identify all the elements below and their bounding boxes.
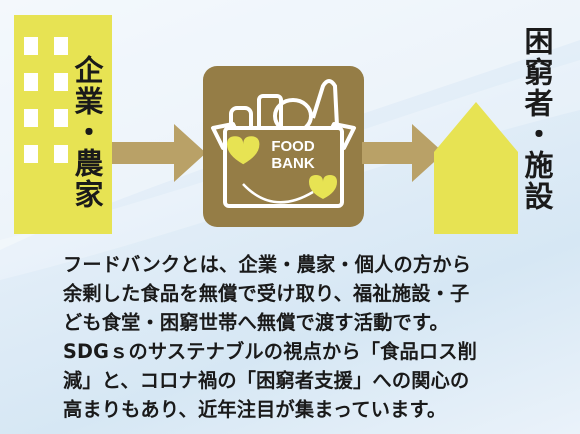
building-icon [14,15,112,234]
logo-line1: FOOD [271,138,315,155]
description-line: 減」と、コロナ禍の「困窮者支援」への関心の [63,369,470,392]
arrow-right-icon [112,124,206,182]
logo-line2: BANK [271,155,315,172]
arrow-right-icon [362,124,444,182]
description-line: 余剰した食品を無償で受け取り、福祉施設・子 [63,282,470,305]
description-line: フードバンクとは、企業・農家・個人の方から [63,253,472,276]
description-text: フードバンクとは、企業・農家・個人の方から 余剰した食品を無償で受け取り、福祉施… [63,250,533,424]
source-label: 企業・農家 [70,55,104,210]
recipient-label: 困窮者・施設 [520,26,554,212]
description-line: ども食堂・困窮世帯へ無償で渡す活動です。 [63,311,449,334]
description-line: SDGｓのサステナブルの視点から「食品ロス削 [63,340,478,363]
house-icon [434,102,518,234]
food-bank-logo-text: FOOD BANK [261,138,325,172]
description-line: 高まりもあり、近年注目が集まっています。 [63,398,447,421]
food-bank-box-icon: FOOD BANK [203,66,364,227]
